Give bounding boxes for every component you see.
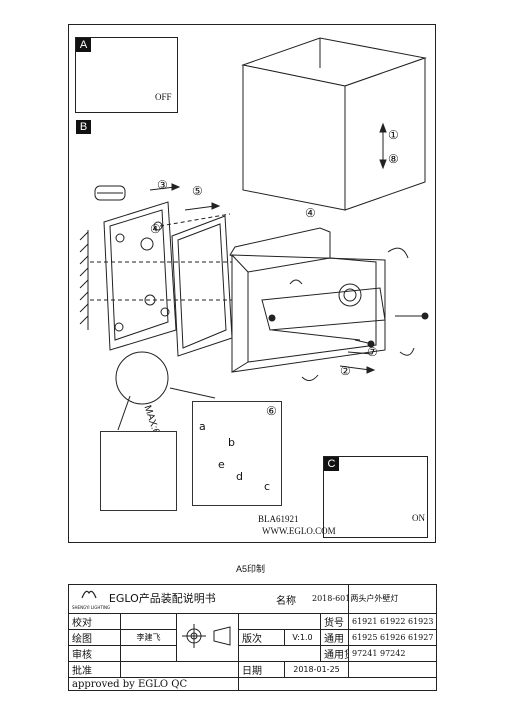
step-4-number-plate: ④ <box>150 222 161 236</box>
section-b-label: B <box>76 120 91 134</box>
drawing-label: 绘图 <box>68 629 121 646</box>
instruction-sheet-frame <box>68 24 436 543</box>
general-label: 通用 <box>320 629 349 646</box>
date-value: 2018-01-25 <box>284 661 349 678</box>
review-value <box>120 645 177 662</box>
section-c-label: C <box>324 457 339 471</box>
section-a-label: A <box>76 38 91 52</box>
item-codes-2: 61925 61926 61927 61928 <box>348 629 437 646</box>
section-a-panel <box>75 37 178 113</box>
wire-letter-c: c <box>264 480 271 493</box>
step-7-number: ⑦ <box>367 345 378 359</box>
website: WWW.EGLO.COM <box>262 526 336 536</box>
title-block: SHENGYI LIGHTING EGLO产品装配说明书 校对 货号 61921… <box>68 584 437 691</box>
approve-value <box>120 661 239 678</box>
company-logo: SHENGYI LIGHTING <box>72 587 110 612</box>
step-4-number-body: ④ <box>305 206 316 220</box>
projection-symbol <box>176 613 239 662</box>
switch-off-label: OFF <box>155 92 172 102</box>
check-label: 校对 <box>68 613 121 630</box>
drawer-name: 李建飞 <box>120 629 177 646</box>
date-label: 日期 <box>238 661 285 678</box>
company-title: EGLO产品装配说明书 <box>108 591 216 605</box>
edition-value: V:1.0 <box>284 629 321 646</box>
wire-letter-b: b <box>228 436 235 449</box>
wire-letter-a: a <box>199 420 206 433</box>
item-codes-1: 61921 61922 61923 61924 <box>348 613 437 630</box>
print-size-note: A5印制 <box>236 564 266 574</box>
approved-by: approved by EGLO QC <box>68 677 239 691</box>
item-label: 货号 <box>320 613 349 630</box>
step-3-number: ③ <box>157 178 168 192</box>
date-gap <box>348 661 437 678</box>
logo-text: SHENGYI LIGHTING <box>72 604 111 610</box>
edition-label: 版次 <box>238 629 285 646</box>
step-6-number: ⑥ <box>266 404 277 418</box>
name-cells <box>348 584 437 614</box>
name-label: 名称 <box>276 596 296 607</box>
name-value: 2018-601两头户外壁灯 <box>312 594 399 603</box>
item-label-gap <box>238 613 321 630</box>
general-item-label: 通用货号 <box>320 645 349 662</box>
title-header-cell: SHENGYI LIGHTING EGLO产品装配说明书 <box>68 584 349 614</box>
step-2-number: ② <box>340 364 351 378</box>
wire-stripping-panel <box>100 431 177 511</box>
wire-letter-d: d <box>236 470 243 483</box>
step-8-number: ⑧ <box>388 152 399 166</box>
approve-label: 批准 <box>68 661 121 678</box>
switch-on-label: ON <box>412 513 425 523</box>
check-value <box>120 613 177 630</box>
logo-icon <box>81 590 97 598</box>
step-5-number: ⑤ <box>192 184 203 198</box>
wiring-detail-panel <box>192 401 282 506</box>
projection-icon <box>182 624 231 648</box>
wire-letter-e: e <box>218 458 225 471</box>
footer-gap <box>238 677 437 691</box>
review-label: 审核 <box>68 645 121 662</box>
section-c-panel <box>323 456 428 538</box>
review-gap <box>238 645 321 662</box>
model-code: BLA61921 <box>258 514 299 524</box>
item-codes-3: 97241 97242 <box>348 645 437 662</box>
step-1-number: ① <box>388 128 399 142</box>
